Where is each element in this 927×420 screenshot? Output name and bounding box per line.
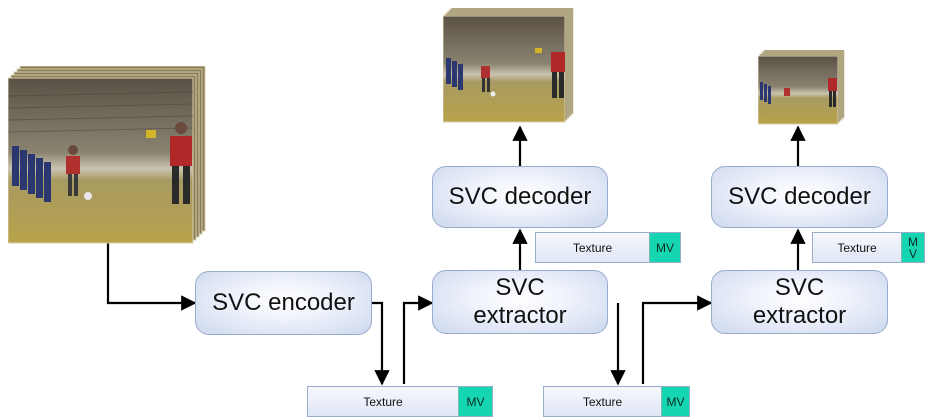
mv-field: MV (649, 233, 680, 262)
svc-decoder-label-1: SVC decoder (448, 183, 592, 210)
arrow-frames-to-encoder (106, 240, 197, 311)
mv-field: MV (661, 387, 689, 416)
mv-field: M V (901, 233, 924, 262)
mv-field-label: M V (908, 234, 918, 261)
texture-field: Texture (536, 233, 649, 262)
mv-field: MV (458, 387, 492, 416)
arrow-encoder-to-packet1 (372, 301, 390, 386)
svc-extractor-label-2: SVC extractor (752, 274, 847, 329)
arrow-packet3-to-extractor2 (641, 295, 713, 384)
input-video-frames (8, 66, 213, 244)
svc-extractor-label-1: SVC extractor (473, 274, 567, 329)
texture-field: Texture (544, 387, 661, 416)
output-video-frames-medium (443, 8, 578, 126)
svc-decoder-box-1: SVC decoder (432, 166, 608, 228)
bitstream-packet-4: Texture M V (812, 232, 925, 263)
svc-extractor-box-1: SVC extractor (432, 270, 608, 334)
svc-encoder-label: SVC encoder (212, 289, 355, 316)
bitstream-packet-2: Texture MV (543, 386, 690, 417)
output-video-frames-small (758, 50, 848, 126)
texture-field: Texture (813, 233, 901, 262)
svc-decoder-box-2: SVC decoder (711, 166, 888, 228)
arrow-packet1-to-extractor1 (402, 295, 434, 384)
bitstream-packet-1: Texture MV (307, 386, 493, 417)
bitstream-packet-3: Texture MV (535, 232, 681, 263)
svc-extractor-box-2: SVC extractor (711, 270, 888, 334)
svc-decoder-label-2: SVC decoder (728, 183, 871, 210)
svc-encoder-box: SVC encoder (195, 271, 372, 335)
texture-field: Texture (308, 387, 458, 416)
